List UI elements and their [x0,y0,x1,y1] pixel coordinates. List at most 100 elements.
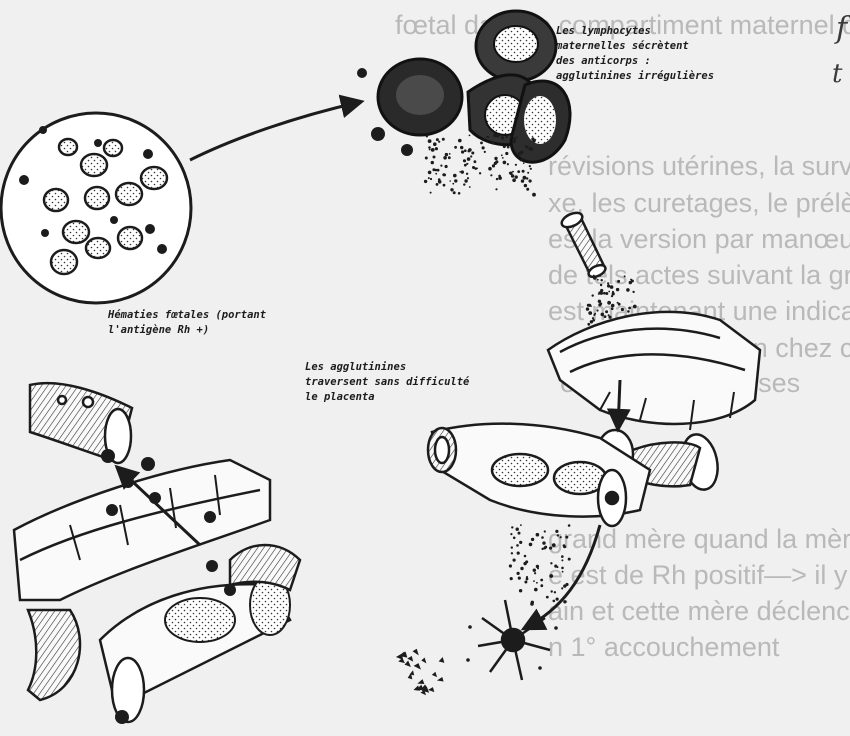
antibody-particle [492,164,495,167]
antibody-particle [464,149,467,152]
antibody-particle [533,580,535,582]
antibody-particle [531,538,534,541]
antibody-particle [454,146,457,149]
antibody-particle [605,292,608,295]
antibody-particle [424,180,427,183]
antibody-particle [551,590,553,592]
antibody-particle [518,532,521,535]
antibody-particle [546,596,549,599]
antibody-particle [430,192,432,194]
antibody-particle [617,280,620,283]
antibody-particle [480,142,483,145]
antibody-particle [541,536,544,539]
antibody-particle [520,159,522,161]
antibody-particle [608,291,610,293]
antibody-particle [466,173,468,175]
antibody-particle [518,577,521,580]
antibody-particle [632,291,634,293]
antibody-particle [513,137,516,140]
antibody-particle [607,301,611,305]
antibody-particle [507,146,510,149]
antibody-particle [561,555,564,558]
antibody-particle [607,282,609,284]
label-fetal-red-cells: Hématies fœtales (portant l'antigène Rh … [108,308,266,338]
debris-fragment [421,658,426,664]
antibody-particle [601,279,603,281]
antibody-particle [469,135,471,137]
fetal-vessel-left [30,383,132,463]
antibody-particle [496,178,498,180]
antibody-particle [509,172,511,174]
antibody-particle [596,309,598,311]
antibody-particle [524,581,527,584]
antibody-particle [512,178,516,182]
debris-fragment [432,672,437,677]
antibody-particle [561,559,563,561]
antibody-particle [560,536,562,538]
antibody-particle [531,137,534,140]
antibody-particle [469,186,471,188]
antibody-particle [541,548,543,550]
antibody-particle [536,565,539,568]
antibody-particle [431,161,434,164]
antibody-particle [563,584,566,587]
antibody-particle [432,168,435,171]
antibody-particle [534,588,538,592]
antibody-particle [433,142,437,146]
antibody-particle [522,170,525,173]
antibody-particle [464,160,467,163]
antibody-particle [498,175,501,178]
background-text-line: xe, les curetages, le prélèvement de san… [548,188,850,218]
antibody-particle [523,176,527,180]
antibody-particle [552,543,556,547]
antibody-particle [521,179,524,182]
antibody-particle [482,146,485,149]
antibody-particle [510,577,513,580]
margin-mark-t: t [832,59,843,89]
debris-fragment [437,677,444,681]
antibody-particle [428,139,432,143]
antibody-particle [511,174,514,177]
antibody-particle [518,152,522,156]
antibody-particle [437,169,440,172]
antibody-particle [438,178,441,181]
antibody-particle [445,165,448,168]
background-text-line: révisions utérines, la survenance d'une … [548,151,850,181]
antibody-particle [517,552,520,555]
antibody-particle [536,533,540,537]
antibody-particle [452,183,454,185]
antibody-particle [563,544,566,547]
antibody-particle [483,139,485,141]
antibody-particle [627,310,630,313]
antibody-particle [440,165,442,167]
antibody-particle [529,147,533,151]
antibody-particle [448,156,451,159]
antibody-particle [599,302,602,305]
antibody-particle [526,578,529,581]
antibody-particle [633,305,637,309]
debris-fragment [417,679,424,684]
antibody-particle [470,155,472,157]
antibody-particle [511,526,513,528]
antibody-particle [526,177,528,179]
antibody-particle [592,294,594,296]
antibody-particle [599,275,601,277]
antibody-particle [449,180,451,182]
antibody-particle [491,142,494,145]
antibody-particle [442,138,445,141]
debris-fragment [414,663,421,670]
antibody-particle [494,157,497,160]
antibody-particle [436,183,439,186]
antibody-particle [501,154,503,156]
antibody-particle [520,567,523,570]
antibody-particle [601,313,605,317]
antibody-particle [450,188,453,191]
antibody-particle [474,160,477,163]
antibody-particle [495,188,497,190]
antibody-particle [529,543,533,547]
antibody-particle [443,184,446,187]
antibody-particle [594,313,596,315]
antibody-particle [529,179,532,182]
antibody-particle [530,168,532,170]
antibody-particle [554,591,556,593]
